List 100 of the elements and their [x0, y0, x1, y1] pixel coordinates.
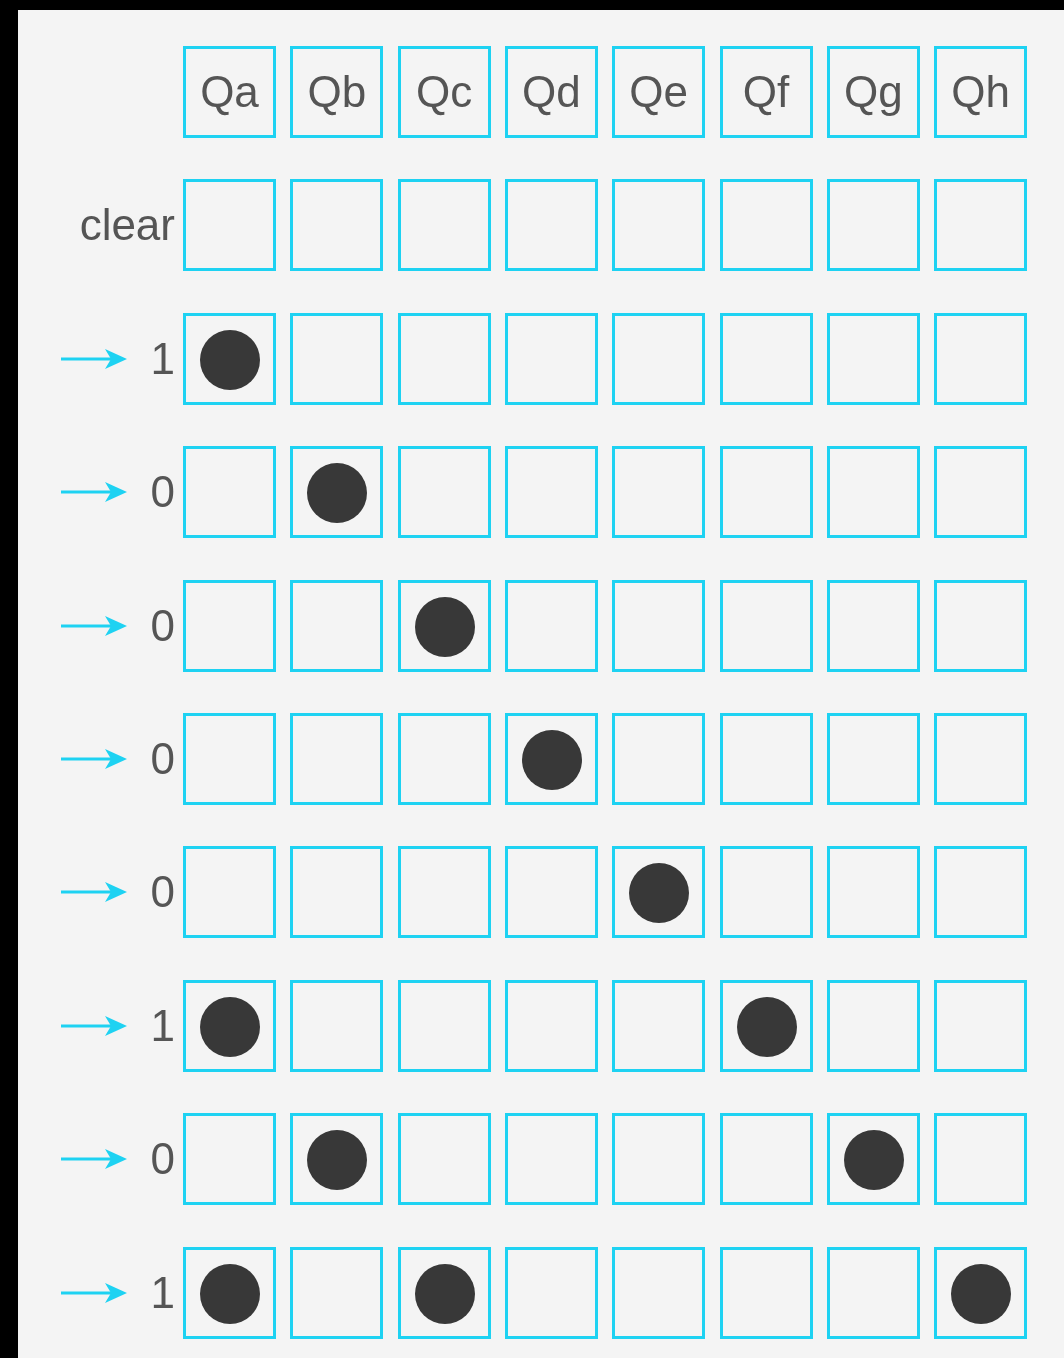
- grid-cell: [826, 1246, 920, 1339]
- grid-cell: [183, 1246, 276, 1339]
- grid-cell: [504, 713, 598, 805]
- grid-cell: [612, 1246, 706, 1339]
- grid-cell: [290, 312, 384, 405]
- dot-marker: [843, 1130, 904, 1191]
- row-label: 0: [150, 867, 175, 918]
- dot-marker: [629, 863, 690, 924]
- grid-cell: [397, 179, 491, 272]
- grid-cell: [504, 846, 598, 939]
- grid-cell: [612, 446, 706, 539]
- grid-cell: [826, 446, 920, 539]
- grid-cell: [934, 846, 1028, 939]
- grid-cell: [934, 1113, 1028, 1206]
- grid-cell: [397, 846, 491, 939]
- grid-cell: [719, 179, 813, 272]
- grid-cell: [826, 179, 920, 272]
- grid-cell: [290, 713, 384, 805]
- grid-cell: [290, 979, 384, 1072]
- grid-cell: [934, 579, 1028, 672]
- dot-marker: [200, 329, 260, 390]
- dot-marker: [414, 1263, 475, 1324]
- grid-cell: [934, 312, 1028, 405]
- grid-cell: [183, 846, 276, 939]
- grid-cell: [183, 979, 276, 1072]
- column-header: Qg: [826, 46, 920, 138]
- grid-cell: [504, 446, 598, 539]
- grid-cell: [290, 579, 384, 672]
- grid-cell: [290, 1113, 384, 1206]
- grid-cell: [719, 312, 813, 405]
- column-header: Qe: [612, 46, 706, 138]
- dot-marker: [307, 1130, 368, 1191]
- grid-cell: [290, 179, 384, 272]
- grid-cell: [934, 1246, 1028, 1339]
- row-label: 1: [150, 1000, 175, 1051]
- grid-cell: [719, 446, 813, 539]
- grid-cell: [719, 579, 813, 672]
- grid-cell: [826, 979, 920, 1072]
- grid-cell: [290, 1246, 384, 1339]
- row-label: 0: [150, 467, 175, 518]
- row-label: 0: [150, 1134, 175, 1185]
- grid-cell: [183, 579, 276, 672]
- grid-cell: [183, 1113, 276, 1206]
- grid-cell: [397, 579, 491, 672]
- column-header: Qf: [719, 46, 813, 138]
- grid-cell: [397, 713, 491, 805]
- grid-cell: [719, 1113, 813, 1206]
- row-label: clear: [79, 200, 175, 251]
- dot-marker: [200, 996, 260, 1057]
- grid-cell: [612, 979, 706, 1072]
- grid-cell: [826, 1113, 920, 1206]
- grid-cell: [719, 713, 813, 805]
- grid-cell: [397, 1113, 491, 1206]
- grid-cell: [719, 846, 813, 939]
- column-header: Qd: [504, 46, 598, 138]
- dot-marker: [200, 1263, 260, 1324]
- grid-cell: [504, 579, 598, 672]
- row-label: 0: [150, 600, 175, 651]
- grid-cell: [290, 446, 384, 539]
- dot-marker: [414, 596, 475, 657]
- column-header: Qc: [397, 46, 491, 138]
- row-label: 1: [150, 333, 175, 384]
- grid-cell: [934, 979, 1028, 1072]
- grid-cell: [397, 312, 491, 405]
- grid-cell: [183, 713, 276, 805]
- grid-cell: [612, 713, 706, 805]
- grid-cell: [290, 846, 384, 939]
- grid-cell: [504, 179, 598, 272]
- dot-marker: [307, 463, 368, 524]
- grid-cell: [183, 446, 276, 539]
- grid-cell: [826, 713, 920, 805]
- column-header: Qb: [290, 46, 384, 138]
- grid-cell: [934, 446, 1028, 539]
- grid-cell: [826, 312, 920, 405]
- grid-cell: [504, 1113, 598, 1206]
- grid-cell: [612, 579, 706, 672]
- grid-cell: [183, 179, 276, 272]
- dot-marker: [736, 996, 797, 1057]
- grid-cell: [612, 312, 706, 405]
- grid-cell: [612, 846, 706, 939]
- grid-cell: [719, 979, 813, 1072]
- grid-cell: [504, 979, 598, 1072]
- grid-cell: [612, 1113, 706, 1206]
- grid-cell: [934, 179, 1028, 272]
- grid-cell: [183, 312, 276, 405]
- column-header: Qh: [934, 46, 1028, 138]
- dot-marker: [521, 730, 582, 790]
- column-header: Qa: [183, 46, 276, 138]
- grid-cell: [504, 312, 598, 405]
- grid-cell: [397, 1246, 491, 1339]
- dot-marker: [951, 1263, 1012, 1324]
- grid-cell: [934, 713, 1028, 805]
- grid-cell: [826, 846, 920, 939]
- grid-cell: [826, 579, 920, 672]
- grid-cell: [504, 1246, 598, 1339]
- grid-cell: [719, 1246, 813, 1339]
- grid-cell: [397, 446, 491, 539]
- row-label: 1: [150, 1267, 175, 1318]
- grid-cell: [612, 179, 706, 272]
- grid-cell: [397, 979, 491, 1072]
